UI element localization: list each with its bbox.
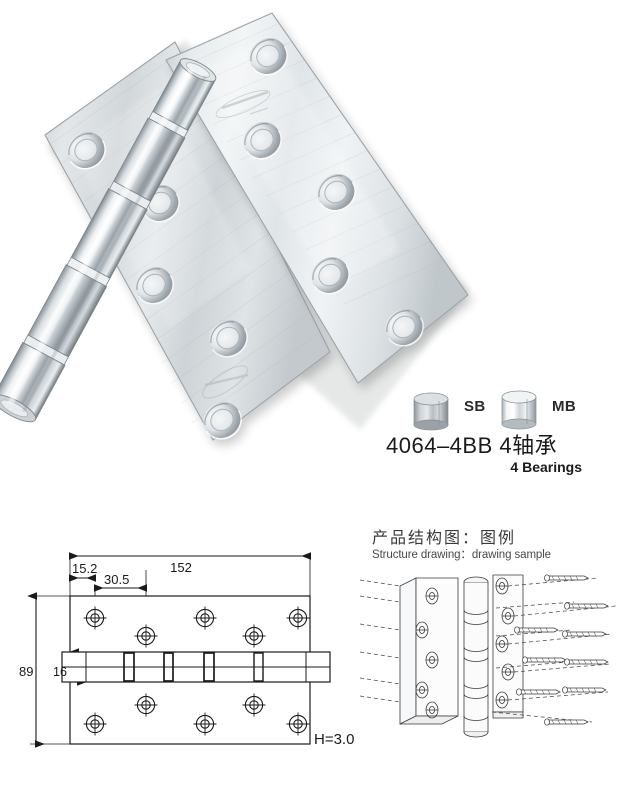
model-block: 4064–4BB 4轴承 4 Bearings [386, 434, 596, 475]
model-number: 4064–4BB 4轴承 [386, 433, 558, 458]
structure-title-en: Structure drawing：drawing sample [372, 549, 551, 561]
dim-width-text: 89 [19, 664, 33, 679]
model-bearings-label: 4 Bearings [510, 459, 582, 476]
exploded-assembly-diagram [359, 572, 630, 777]
structure-drawing-section: 产品结构图：图例 Structure drawing：drawing sampl… [359, 524, 630, 780]
exploded-knuckle [463, 576, 489, 738]
hinge-left-leaf [44, 41, 331, 447]
product-photo [0, 0, 500, 470]
dim-knuckle-text: 16 [53, 665, 67, 679]
dim-pitch-text: 30.5 [104, 572, 129, 587]
brand-etch [215, 90, 271, 118]
cap-sb-label: SB [464, 398, 486, 415]
exploded-left-leaf [399, 577, 459, 725]
thickness-text: H=3.0 [314, 731, 354, 748]
bearing-cap-legend: SB MB [408, 386, 598, 434]
cap-mb-graphic [501, 390, 537, 430]
assembly-guides-right [491, 577, 617, 723]
hinge-knuckle-barrel [0, 58, 217, 423]
leaf-etched-mark [202, 365, 249, 399]
hinge-right-leaf [165, 12, 469, 384]
dim-length-text: 152 [170, 560, 192, 575]
exploded-screws [514, 574, 609, 726]
technical-drawing: 152 15.2 30.5 89 16 H=3.0 [18, 540, 378, 780]
assembly-guides-left [359, 579, 401, 703]
structure-title-cn: 产品结构图：图例 [372, 528, 517, 547]
dim-edge-text: 15.2 [72, 561, 97, 576]
cap-mb-label: MB [552, 398, 577, 415]
cap-sb-graphic [413, 392, 449, 431]
